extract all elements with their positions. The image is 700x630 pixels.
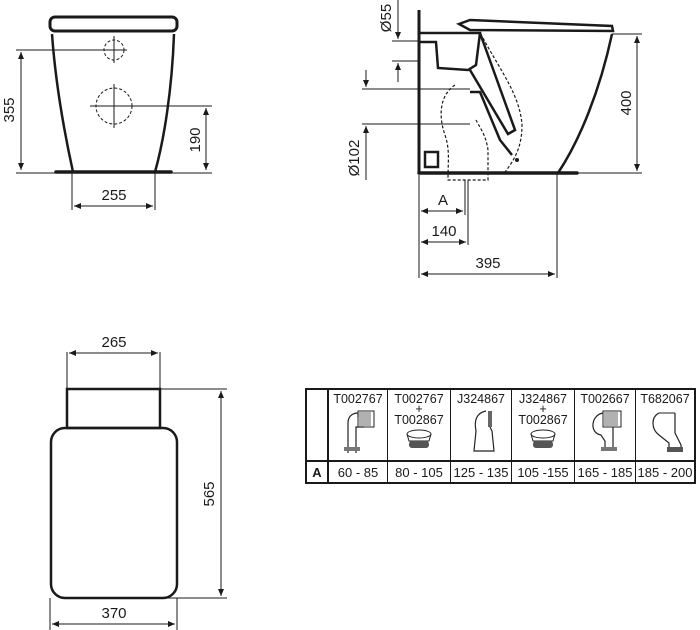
dim-190: 190 bbox=[187, 127, 204, 152]
dim-355: 355 bbox=[1, 97, 18, 122]
empty-header-cell bbox=[305, 388, 329, 462]
connector-col-3: J324867 bbox=[450, 388, 512, 462]
dim-265: 265 bbox=[101, 334, 126, 351]
angled-connector-icon bbox=[652, 412, 683, 452]
dim-565: 565 bbox=[201, 481, 218, 506]
range-cell: 105 -155 bbox=[511, 460, 575, 484]
range-cell: 80 - 105 bbox=[387, 460, 451, 484]
dim-400: 400 bbox=[618, 90, 635, 115]
ring-adapter-icon bbox=[406, 429, 432, 448]
dim-370: 370 bbox=[101, 605, 126, 622]
connector-col-5: T002667 bbox=[574, 388, 636, 462]
ring-adapter-icon bbox=[530, 429, 556, 448]
dim-a: A bbox=[438, 192, 448, 209]
connector-col-2: T002767 + T002867 bbox=[387, 388, 451, 462]
dim-diameter-102: Ø102 bbox=[346, 140, 363, 177]
range-cell: 60 - 85 bbox=[327, 460, 388, 484]
range-cell: 165 - 185 bbox=[574, 460, 636, 484]
front-view: 355 190 255 bbox=[1, 15, 212, 210]
side-view: Ø55 Ø102 400 A 140 395 bbox=[346, 0, 642, 278]
connector-col-6: T682067 bbox=[635, 388, 696, 462]
dim-255: 255 bbox=[101, 187, 126, 204]
dim-diameter-55: Ø55 bbox=[378, 4, 395, 32]
s-trap-connector-icon bbox=[592, 410, 622, 451]
range-cell: 185 - 200 bbox=[635, 460, 696, 484]
connector-col-4: J324867 + T002867 bbox=[511, 388, 575, 462]
top-view: 265 565 370 bbox=[49, 334, 227, 630]
dim-395: 395 bbox=[475, 255, 500, 272]
range-cell: 125 - 135 bbox=[450, 460, 512, 484]
connector-col-1: T002767 bbox=[327, 388, 388, 462]
row-label-a: A bbox=[305, 460, 329, 484]
connector-table: T002767 T002767 + T002867 J324867 J32486… bbox=[305, 388, 696, 484]
dim-140: 140 bbox=[431, 223, 456, 240]
elbow-connector-icon bbox=[344, 410, 375, 453]
offset-connector-icon bbox=[473, 410, 495, 452]
